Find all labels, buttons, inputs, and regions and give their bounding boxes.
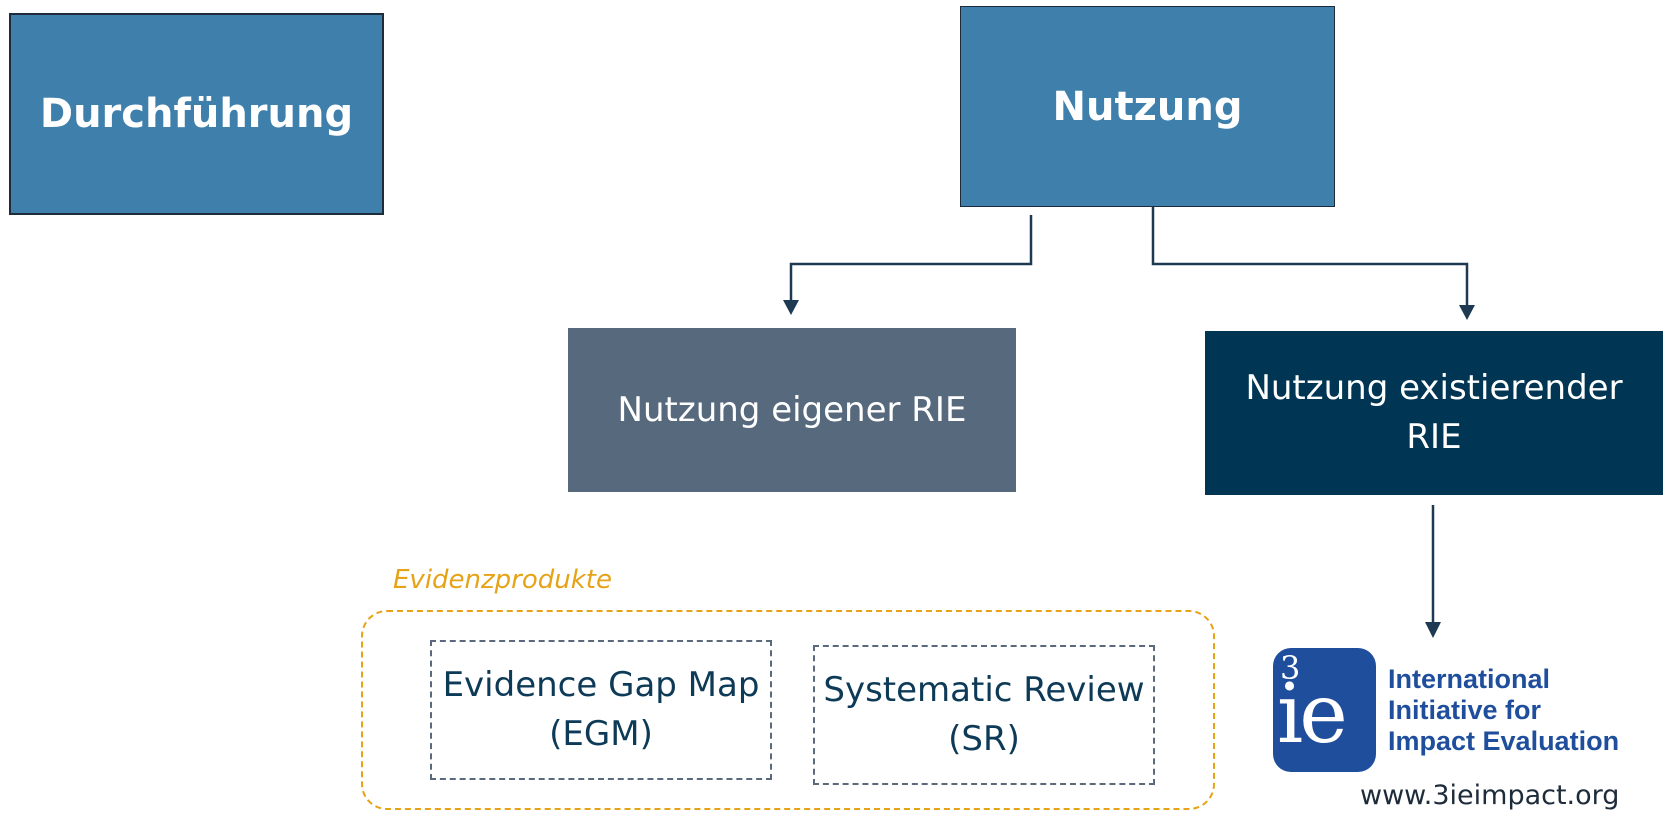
website-url: www.3ieimpact.org (1360, 780, 1620, 811)
arrow-down-icon (1459, 305, 1475, 320)
node-nutzung-label: Nutzung (1052, 83, 1243, 130)
connector-nutzung-to-existierender (1151, 207, 1469, 307)
node-nutzung-existierender-rie-label: Nutzung existierender RIE (1245, 367, 1623, 457)
product-systematic-review-label: Systematic Review (SR) (823, 669, 1145, 759)
arrow-down-icon (783, 300, 799, 315)
logo-3ie-icon: 3 ie (1273, 648, 1376, 772)
node-durchfuehrung: Durchführung (9, 13, 384, 215)
logo-line: Impact Evaluation (1388, 726, 1620, 756)
product-systematic-review: Systematic Review (SR) (813, 645, 1155, 785)
node-nutzung: Nutzung (960, 6, 1335, 207)
node-nutzung-eigener-rie: Nutzung eigener RIE (568, 328, 1016, 492)
logo-line: Initiative for (1388, 695, 1542, 725)
arrow-down-icon (1425, 622, 1441, 638)
product-evidence-gap-map: Evidence Gap Map (EGM) (430, 640, 772, 780)
connector-nutzung-to-eigener (789, 215, 1033, 302)
product-evidence-gap-map-label: Evidence Gap Map (EGM) (442, 664, 760, 754)
logo-line: International (1388, 664, 1551, 694)
evidence-group-label: Evidenzprodukte (393, 565, 612, 595)
node-nutzung-existierender-rie: Nutzung existierender RIE (1205, 331, 1663, 495)
evidence-group-frame (361, 610, 1215, 810)
node-nutzung-eigener-rie-label: Nutzung eigener RIE (617, 390, 967, 430)
node-durchfuehrung-label: Durchführung (39, 91, 354, 137)
logo-text: International Initiative for Impact Eval… (1388, 664, 1668, 757)
logo-3ie: 3 ie International Initiative for Impact… (1273, 648, 1663, 774)
